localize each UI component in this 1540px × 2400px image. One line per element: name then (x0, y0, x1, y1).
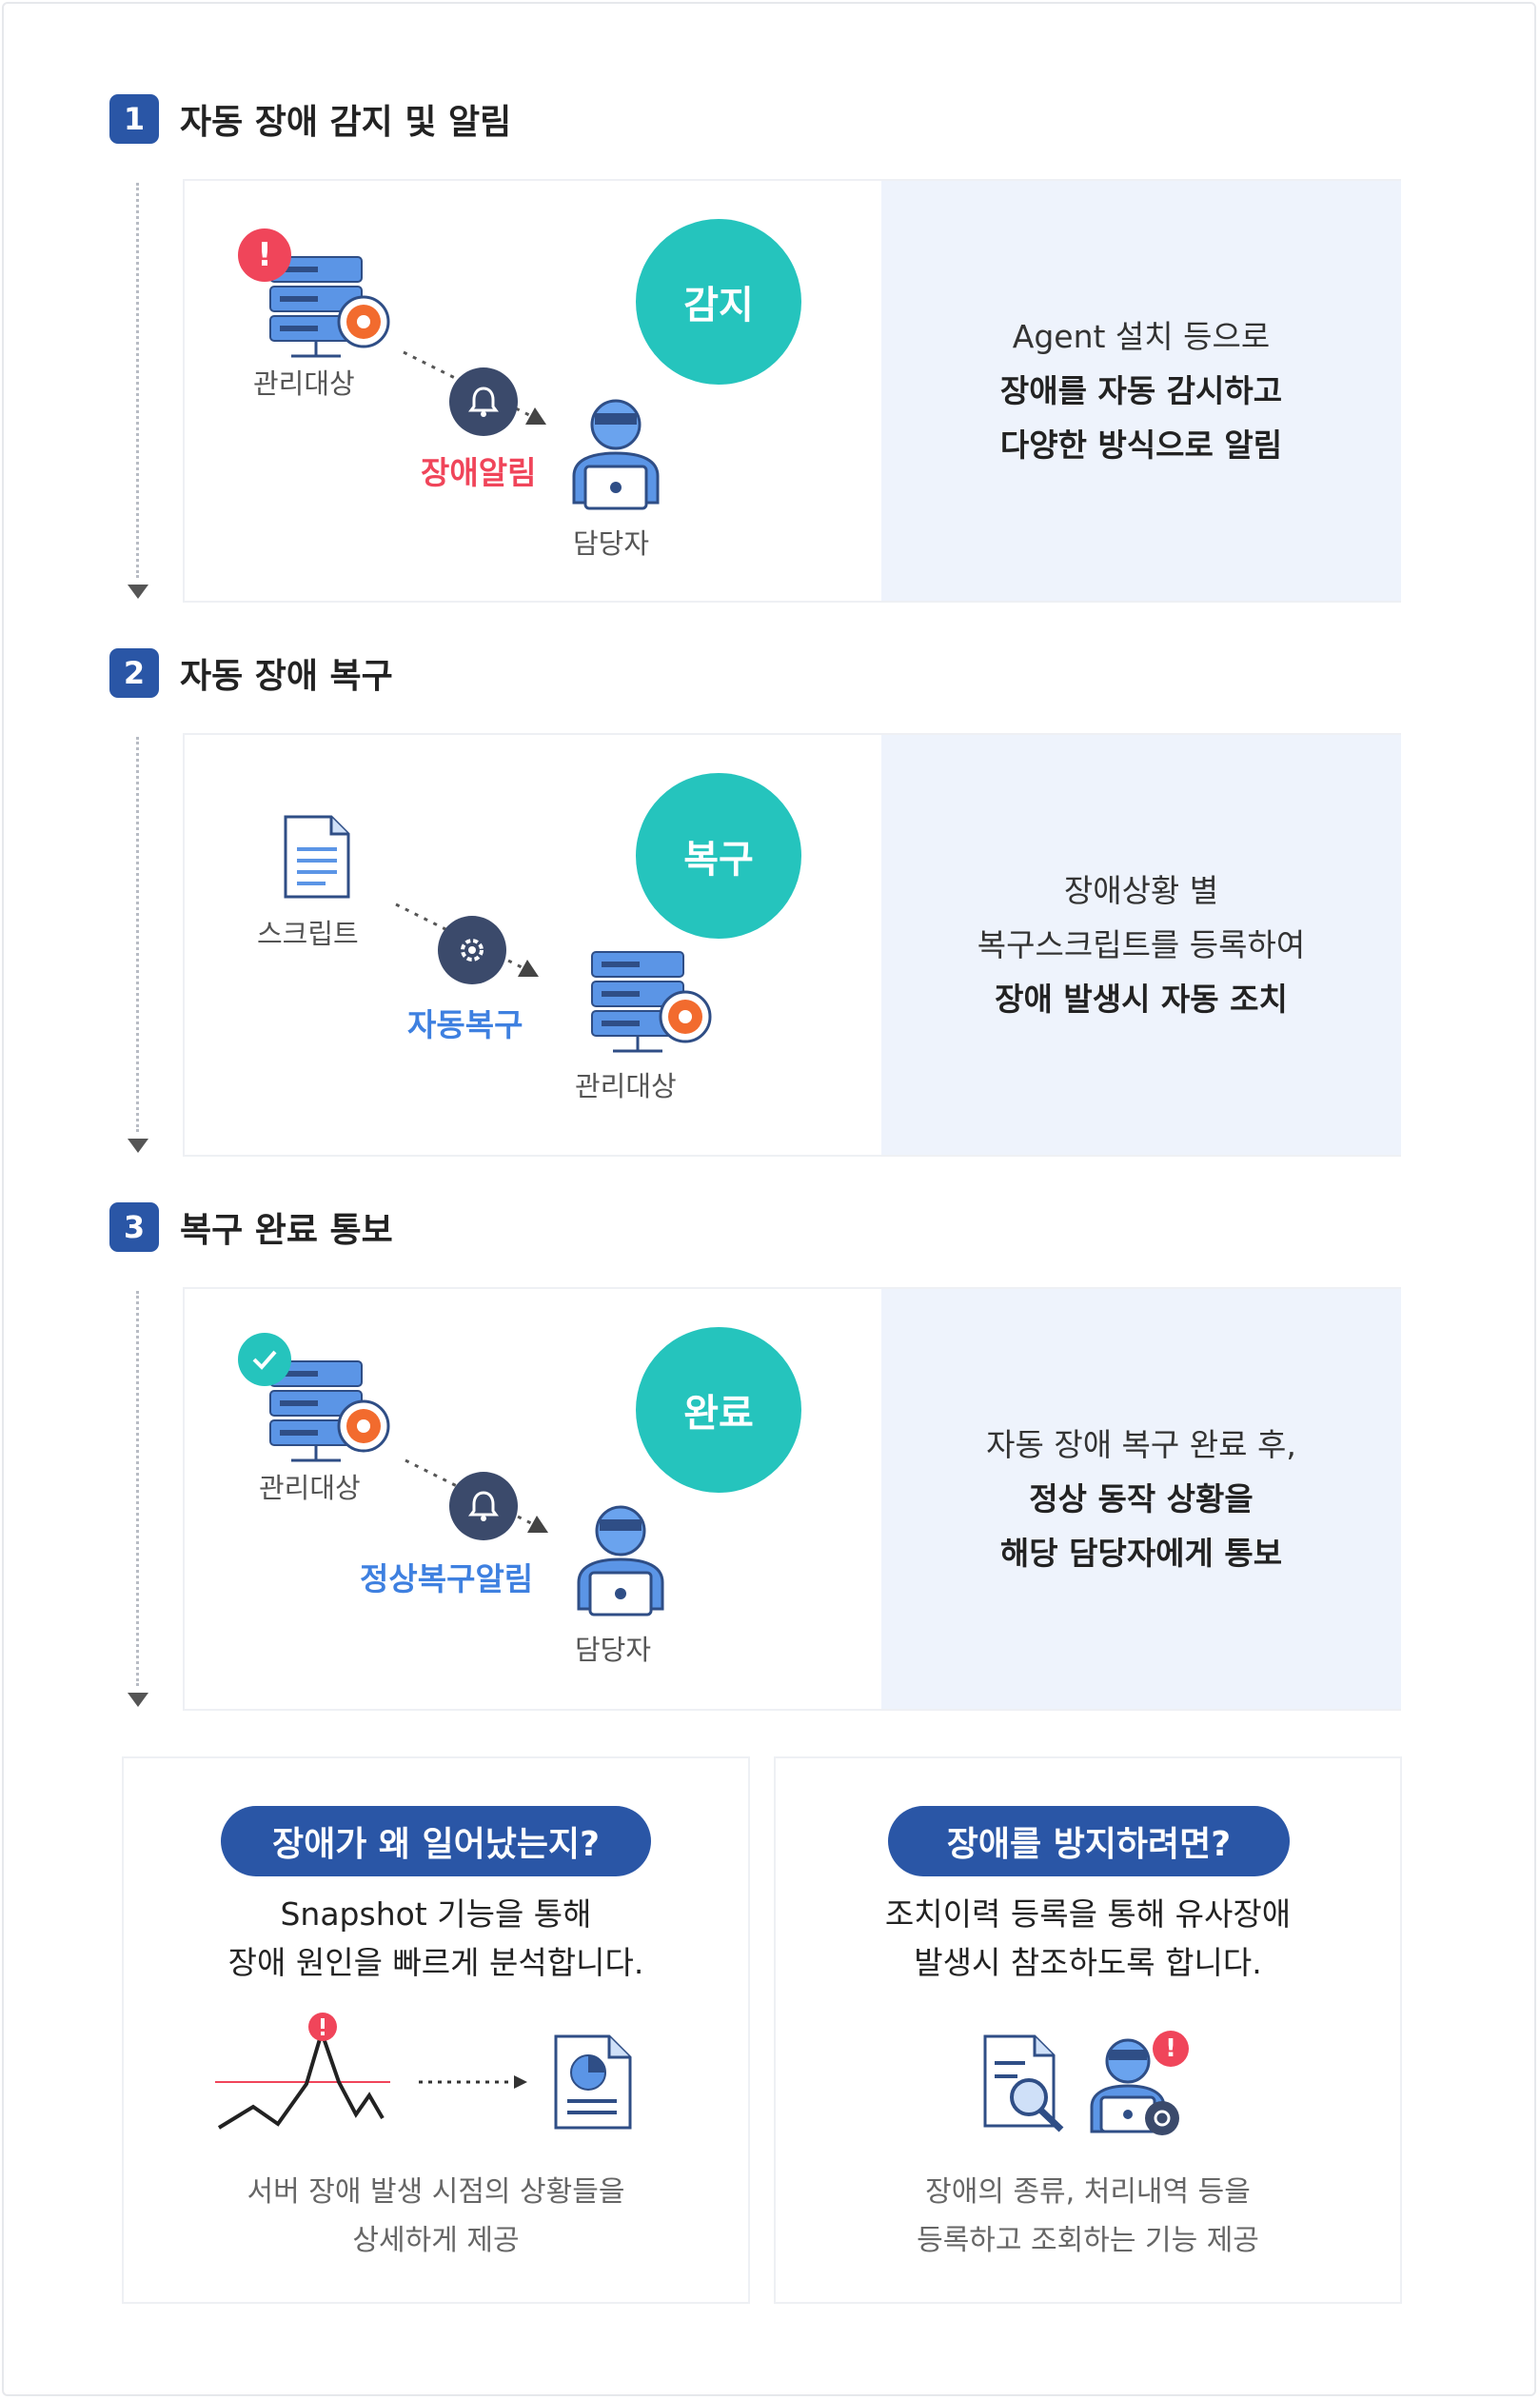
desc-line: 조치이력 등록을 통해 유사장애 (884, 1895, 1292, 1933)
stage-circle: 복구 (636, 773, 801, 939)
stage-circle: 감지 (636, 219, 801, 385)
step-title: 자동 장애 복구 (180, 657, 393, 696)
step-3-heading: 3 복구 완료 통보 (109, 1201, 393, 1253)
desc-line: 발생시 참조하도록 합니다. (914, 1944, 1262, 1981)
box-description: 조치이력 등록을 통해 유사장애 발생시 참조하도록 합니다. (776, 1890, 1400, 1987)
foot-line: 서버 장애 발생 시점의 상황들을 (247, 2175, 625, 2209)
step-2-heading: 2 자동 장애 복구 (109, 647, 393, 699)
flow-label: 장애알림 (421, 454, 537, 491)
question-pill: 장애가 왜 일어났는지? (221, 1806, 651, 1876)
step-description: 자동 장애 복구 완료 후, 정상 동작 상황을 해당 담당자에게 통보 (881, 1289, 1401, 1709)
server-icon (269, 1360, 390, 1462)
target-label: 담당자 (575, 1634, 652, 1666)
desc-line: 자동 장애 복구 완료 후, (986, 1426, 1296, 1463)
source-label: 관리대상 (253, 367, 355, 400)
source-label: 관리대상 (259, 1472, 361, 1504)
timeline-line (136, 183, 139, 578)
bell-icon (449, 1472, 518, 1540)
bell-icon (449, 367, 518, 436)
step-1-card: ! 관리대상 장애알림 감지 담당자 Agent 설치 등으로 장애를 자동 감… (183, 179, 1401, 603)
box-description: Snapshot 기능을 통해 장애 원인을 빠르게 분석합니다. (124, 1890, 748, 1987)
step-3-card: 관리대상 정상복구알림 완료 담당자 자동 장애 복구 완료 후, 정상 동작 … (183, 1287, 1401, 1711)
desc-line: 장애상황 별 (1063, 872, 1219, 909)
step-number: 1 (109, 94, 159, 144)
search-document-icon (983, 2034, 1064, 2132)
desc-line: Agent 설치 등으로 (1012, 318, 1271, 355)
timeline-arrow-icon (128, 1693, 148, 1707)
exclamation-icon: ! (1153, 2031, 1189, 2067)
check-icon (238, 1333, 291, 1386)
timeline-line (136, 1291, 139, 1686)
timeline-arrow-icon (128, 1139, 148, 1153)
step-1-heading: 1 자동 장애 감지 및 알림 (109, 93, 511, 145)
desc-line-strong: 장애를 자동 감시하고 (999, 372, 1283, 409)
box-footnote: 장애의 종류, 처리내역 등을 등록하고 조회하는 기능 제공 (776, 2168, 1400, 2265)
operator-icon (577, 1505, 664, 1617)
operator-icon (572, 399, 660, 510)
step-2-card: 스크립트 자동복구 복구 관리대상 장애상황 별 복구스크립트를 등록하여 장애… (183, 733, 1401, 1157)
step-title: 자동 장애 감지 및 알림 (180, 103, 512, 142)
step-number: 2 (109, 648, 159, 698)
flow-arrow (419, 2075, 527, 2089)
question-pill: 장애를 방지하려면? (888, 1806, 1290, 1876)
timeline-line (136, 737, 139, 1132)
flow-label: 정상복구알림 (360, 1560, 534, 1597)
desc-line-strong: 다양한 방식으로 알림 (999, 426, 1283, 464)
foot-line: 장애의 종류, 처리내역 등을 (925, 2175, 1251, 2209)
source-label: 스크립트 (257, 918, 359, 950)
document-icon (284, 815, 350, 899)
foot-line: 상세하게 제공 (352, 2224, 520, 2257)
box-footnote: 서버 장애 발생 시점의 상황들을 상세하게 제공 (124, 2168, 748, 2265)
desc-line: 장애 원인을 빠르게 분석합니다. (227, 1944, 644, 1981)
timeline-arrow-icon (128, 585, 148, 599)
desc-line: Snapshot 기능을 통해 (280, 1895, 592, 1933)
step-title: 복구 완료 통보 (180, 1211, 393, 1250)
server-icon (269, 256, 390, 358)
foot-line: 등록하고 조회하는 기능 제공 (917, 2224, 1259, 2257)
target-label: 관리대상 (575, 1070, 677, 1102)
prevention-box: 장애를 방지하려면? 조치이력 등록을 통해 유사장애 발생시 참조하도록 합니… (774, 1756, 1402, 2304)
spike-graph-icon (215, 2013, 390, 2130)
snapshot-box: 장애가 왜 일어났는지? Snapshot 기능을 통해 장애 원인을 빠르게 … (122, 1756, 750, 2304)
step-number: 3 (109, 1202, 159, 1252)
step-description: Agent 설치 등으로 장애를 자동 감시하고 다양한 방식으로 알림 (881, 181, 1401, 601)
desc-line: 복구스크립트를 등록하여 (977, 926, 1306, 963)
server-icon (591, 951, 712, 1053)
gear-icon (438, 916, 506, 984)
flow-label: 자동복구 (407, 1006, 523, 1043)
target-label: 담당자 (573, 527, 650, 560)
desc-line-strong: 해당 담당자에게 통보 (999, 1535, 1283, 1572)
step-description: 장애상황 별 복구스크립트를 등록하여 장애 발생시 자동 조치 (881, 735, 1401, 1155)
desc-line-strong: 정상 동작 상황을 (1029, 1480, 1254, 1517)
pie-report-icon (554, 2034, 632, 2130)
stage-circle: 완료 (636, 1327, 801, 1493)
operator-icon (1090, 2038, 1179, 2135)
exclamation-icon: ! (238, 228, 291, 282)
desc-line-strong: 장애 발생시 자동 조치 (995, 981, 1288, 1018)
